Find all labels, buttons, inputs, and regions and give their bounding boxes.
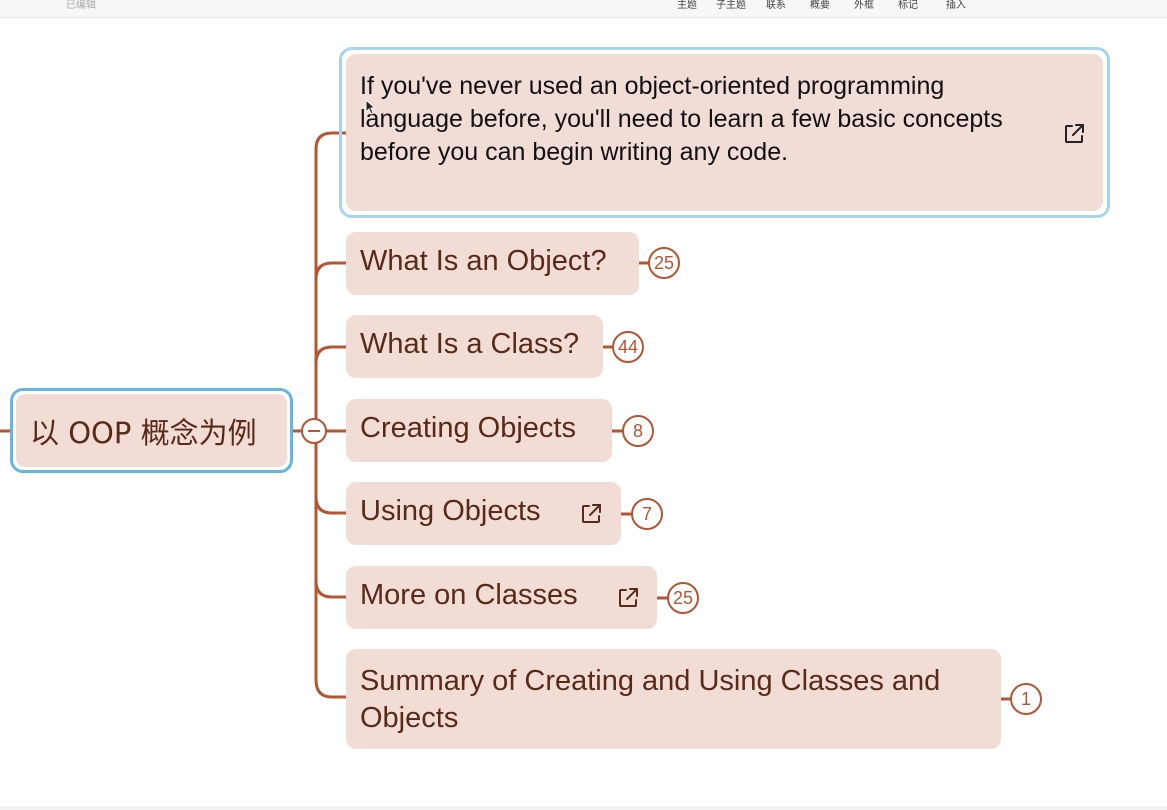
toolbar-relationship-button[interactable]: 联系 [766, 0, 786, 11]
toolbar: 已编辑 主题 子主题 联系 概要 外框 标记 插入 [0, 0, 1167, 18]
subtopic-label: Using Objects [360, 495, 541, 527]
subtopic-summary[interactable]: Summary of Creating and Using Classes an… [346, 649, 1001, 749]
root-topic-label: 以 OOP 概念为例 [30, 416, 257, 450]
subtopic-intro-note[interactable]: If you've never used an object-oriented … [346, 54, 1103, 211]
toolbar-insert-button[interactable]: 插入 [946, 0, 966, 11]
child-count-badge[interactable]: 25 [648, 247, 680, 279]
bottom-edge [0, 806, 1167, 810]
mouse-cursor-icon [365, 99, 375, 115]
toolbar-marker-button[interactable]: 标记 [898, 0, 918, 11]
subtopic-what-is-an-object[interactable]: What Is an Object? [346, 232, 639, 295]
subtopic-label: More on Classes [360, 579, 578, 611]
subtopic-label: If you've never used an object-oriented … [360, 72, 1003, 166]
child-count-badge[interactable]: 7 [631, 498, 663, 530]
subtopic-more-on-classes[interactable]: More on Classes [346, 566, 657, 629]
collapse-toggle-button[interactable] [301, 418, 327, 444]
external-link-icon[interactable] [579, 502, 603, 526]
subtopic-using-objects[interactable]: Using Objects [346, 482, 621, 545]
subtopic-label: What Is a Class? [360, 328, 580, 360]
child-count-badge[interactable]: 1 [1010, 683, 1042, 715]
toolbar-subtopic-button[interactable]: 子主题 [716, 0, 746, 11]
child-count-badge[interactable]: 44 [612, 331, 644, 363]
external-link-icon[interactable] [1062, 122, 1086, 146]
toolbar-boundary-button[interactable]: 外框 [854, 0, 874, 11]
subtopic-label: Summary of Creating and Using Classes an… [360, 665, 941, 734]
subtopic-creating-objects[interactable]: Creating Objects [346, 399, 612, 462]
subtopic-label: What Is an Object? [360, 245, 607, 277]
root-selection-ring [10, 388, 293, 473]
subtopic-label: Creating Objects [360, 412, 576, 444]
toolbar-summary-button[interactable]: 概要 [810, 0, 830, 11]
external-link-icon[interactable] [616, 586, 640, 610]
note-selection-ring [339, 47, 1110, 218]
subtopic-what-is-a-class[interactable]: What Is a Class? [346, 315, 603, 378]
child-count-badge[interactable]: 8 [622, 415, 654, 447]
child-count-badge[interactable]: 25 [667, 582, 699, 614]
edit-status: 已编辑 [66, 0, 96, 11]
root-topic[interactable]: 以 OOP 概念为例 [16, 394, 287, 467]
toolbar-topic-button[interactable]: 主题 [677, 0, 697, 11]
